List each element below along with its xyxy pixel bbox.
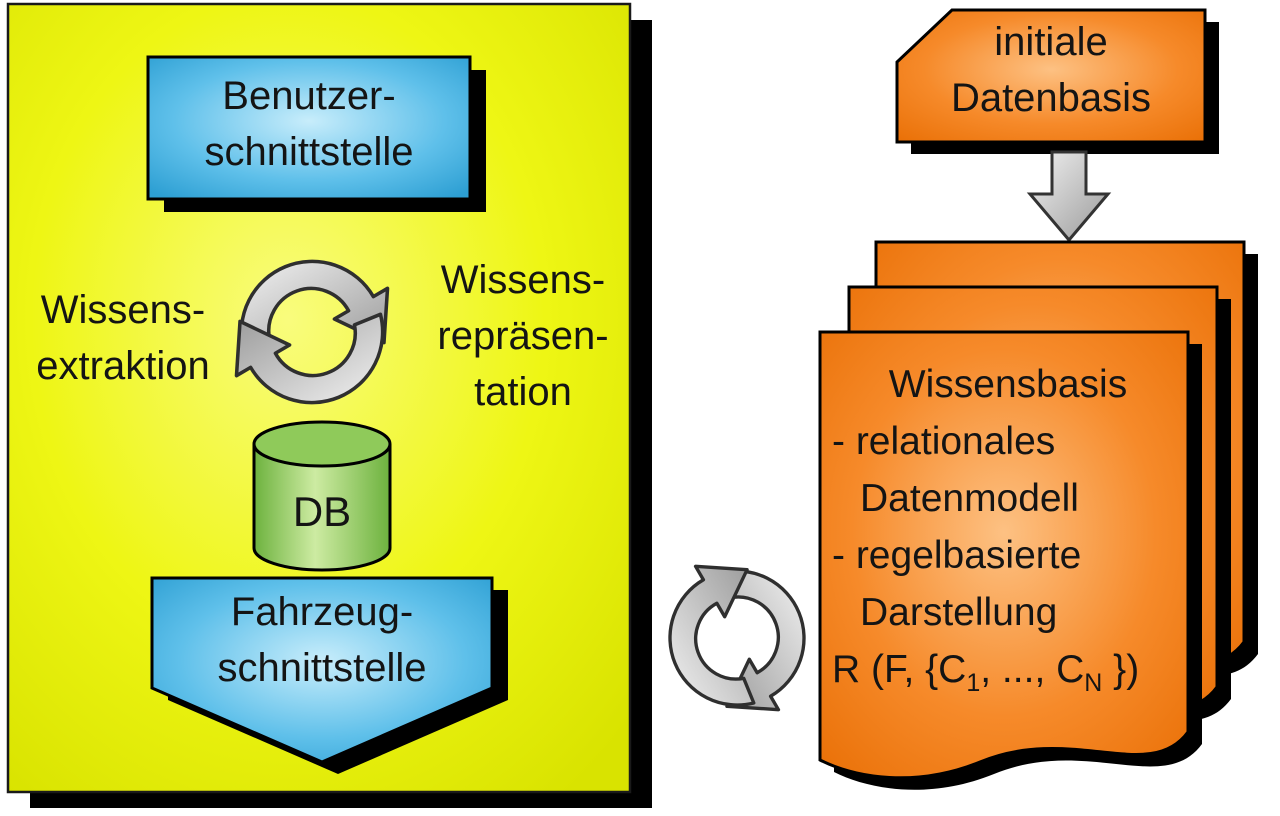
vehicle-interface-label: Fahrzeug- schnittstelle [152, 584, 492, 696]
initial-database-box [895, 8, 1207, 144]
user-interface-line2: schnittstelle [204, 130, 414, 174]
user-interface-line1: Benutzer- [222, 74, 396, 118]
rule-subN: N [1084, 668, 1103, 697]
initial-database-line2: Datenbasis [950, 76, 1152, 120]
cycle-arrows-icon [668, 564, 806, 712]
rule-part3: }) [1102, 648, 1140, 691]
knowledge-base-item4: Darstellung [860, 591, 1058, 634]
user-interface-label: Benutzer- schnittstelle [148, 68, 470, 180]
vehicle-interface-line2: schnittstelle [217, 646, 427, 690]
knowledge-representation-line1: Wissens- [440, 258, 606, 302]
rule-part1: R (F, {C [832, 648, 967, 691]
knowledge-base-rule: R (F, {C1, ..., CN }) [832, 641, 1184, 698]
rule-part2: , ..., C [980, 648, 1085, 691]
vehicle-interface-box [150, 576, 494, 764]
knowledge-representation-line3: tation [474, 370, 572, 414]
knowledge-base-title: Wissensbasis [888, 363, 1128, 406]
user-interface-box [146, 55, 472, 201]
knowledge-representation-label: Wissens- repräsen- tation [408, 252, 638, 420]
knowledge-extraction-label: Wissens- extraktion [8, 282, 238, 394]
rule-sub1: 1 [966, 668, 981, 697]
database-cylinder-icon [252, 420, 392, 572]
down-arrow-icon [1026, 150, 1112, 243]
db-label: DB [292, 488, 352, 535]
vehicle-interface-line1: Fahrzeug- [230, 590, 414, 634]
knowledge-base-item1: - relationales [832, 420, 1056, 463]
knowledge-base-item3: - regelbasierte [832, 534, 1082, 577]
knowledge-extraction-line2: extraktion [36, 344, 210, 388]
knowledge-extraction-line1: Wissens- [40, 288, 206, 332]
knowledge-base-item2: Datenmodell [860, 477, 1079, 520]
initial-database-label: initiale Datenbasis [900, 14, 1202, 126]
knowledge-representation-line2: repräsen- [437, 314, 609, 358]
initial-database-line1: initiale [994, 20, 1108, 64]
knowledge-base-text: Wissensbasis - relationales Datenmodell … [832, 356, 1184, 698]
